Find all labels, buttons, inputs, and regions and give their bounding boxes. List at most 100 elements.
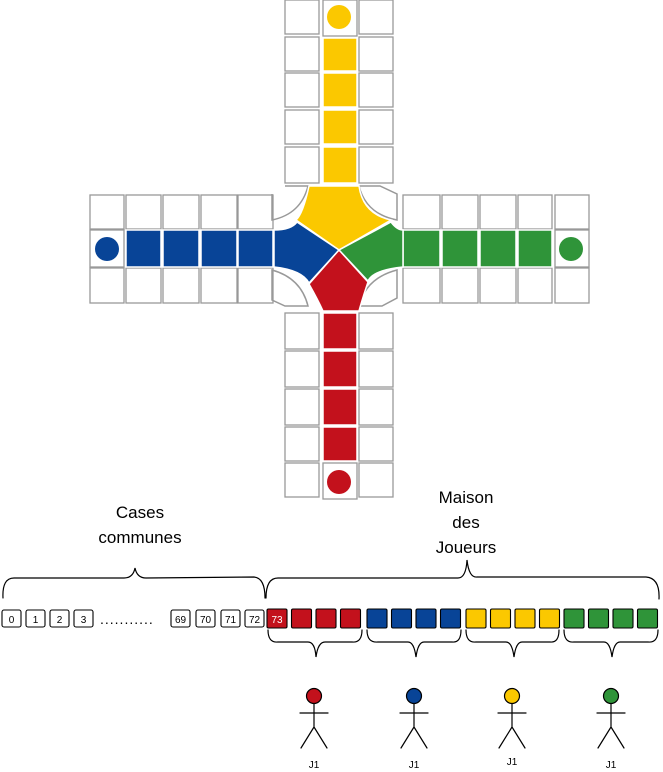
board-cell <box>554 267 590 304</box>
green-group-brace <box>563 629 659 658</box>
home-label: Maison des Joueurs <box>436 488 496 557</box>
common-cell: 0 <box>1 609 22 628</box>
home-label-line1: Maison <box>439 488 494 507</box>
red-start-dot <box>327 470 351 494</box>
common-cell: 72 <box>244 609 265 628</box>
board-cell <box>162 267 200 304</box>
board-cell <box>517 194 553 230</box>
red-home-cell <box>339 608 362 629</box>
blue-home-cell <box>390 608 413 629</box>
board-cell <box>358 36 394 72</box>
common-cells-label-line2: communes <box>98 528 181 547</box>
board-cell <box>162 194 200 230</box>
players: J1 J1 J1 J1 <box>299 687 626 771</box>
red-home-cell <box>266 608 288 629</box>
board-cell <box>284 36 320 72</box>
board-cell <box>358 72 394 108</box>
common-cell-number: 69 <box>175 615 187 626</box>
board-cell <box>358 350 394 388</box>
yellow-home-cell <box>489 608 512 629</box>
blue-player-stick-figure-icon: J1 <box>399 687 429 771</box>
board-cell <box>284 0 320 35</box>
red-home-cell <box>315 608 337 629</box>
home-label-line2: des <box>452 513 479 532</box>
yellow-arm <box>294 37 394 251</box>
common-cell-number: 72 <box>249 615 261 626</box>
green-start-dot <box>559 237 583 261</box>
green-arm <box>337 221 553 283</box>
common-cell-number: 2 <box>57 615 63 626</box>
board-cell <box>125 194 162 230</box>
board-cell <box>517 267 553 304</box>
board-cell <box>441 194 479 230</box>
board-cell <box>284 72 320 108</box>
blue-home-cell <box>439 608 462 629</box>
player-label: J1 <box>606 760 617 771</box>
yellow-home-cell <box>514 608 536 629</box>
common-cell: 3 <box>73 609 94 628</box>
common-cell: 2 <box>49 609 70 628</box>
board-cell <box>358 462 394 498</box>
board-cell <box>200 267 238 304</box>
common-cells-label: Cases communes <box>98 503 181 547</box>
board-cell <box>554 194 590 230</box>
board-cell <box>479 267 517 304</box>
yellow-start-dot <box>327 5 351 29</box>
board-cell <box>358 0 394 35</box>
green-home-cell <box>587 608 610 629</box>
red-group-brace <box>267 629 363 658</box>
board-cell <box>441 267 479 304</box>
common-cell-number: 70 <box>200 615 212 626</box>
board-cell <box>358 388 394 426</box>
board-cell <box>284 312 320 350</box>
home-brace <box>265 559 660 600</box>
common-cell: 69 <box>170 609 191 628</box>
yellow-home-cell <box>538 608 561 629</box>
home-label-line3: Joueurs <box>436 538 496 557</box>
board-cell <box>284 462 320 498</box>
green-player-stick-figure-icon: J1 <box>596 687 626 771</box>
common-cells-label-line1: Cases <box>116 503 164 522</box>
board-cell <box>402 267 441 304</box>
blue-group-brace <box>366 629 462 658</box>
player-label: J1 <box>409 760 420 771</box>
common-cell: 71 <box>220 609 241 628</box>
blue-home-cell <box>415 608 437 629</box>
board-cell <box>284 146 320 184</box>
board-cell <box>284 109 320 145</box>
board-cell <box>284 388 320 426</box>
board-cell <box>358 426 394 462</box>
home-cells-strip: 73 <box>266 608 659 629</box>
yellow-home-cell <box>465 608 487 629</box>
common-cell-number: 3 <box>81 615 87 626</box>
board-cell <box>237 194 274 230</box>
ellipsis-dots: ........... <box>100 611 154 627</box>
board-cell <box>284 350 320 388</box>
player-label: J1 <box>507 757 518 768</box>
board-cell <box>358 146 394 184</box>
board-cell <box>89 267 125 304</box>
board-cell <box>358 109 394 145</box>
home-cell-number: 73 <box>271 615 283 626</box>
board-cell <box>402 194 441 230</box>
red-arm <box>308 248 369 462</box>
player-label: J1 <box>309 760 320 771</box>
common-cell-number: 71 <box>225 615 237 626</box>
yellow-player-stick-figure-icon: J1 <box>497 687 527 768</box>
blue-home-cell <box>366 608 388 629</box>
red-player-stick-figure-icon: J1 <box>299 687 329 771</box>
green-home-cell <box>636 608 659 629</box>
blue-start-dot <box>95 237 119 261</box>
board-cell <box>125 267 162 304</box>
board-cell <box>479 194 517 230</box>
common-cells-brace <box>2 567 266 599</box>
game-board <box>89 0 590 500</box>
common-cell: 1 <box>25 609 46 628</box>
green-home-cell <box>612 608 634 629</box>
red-home-cell <box>290 608 313 629</box>
board-cell <box>89 194 125 230</box>
common-cell-number: 0 <box>9 615 15 626</box>
board-cell <box>284 426 320 462</box>
